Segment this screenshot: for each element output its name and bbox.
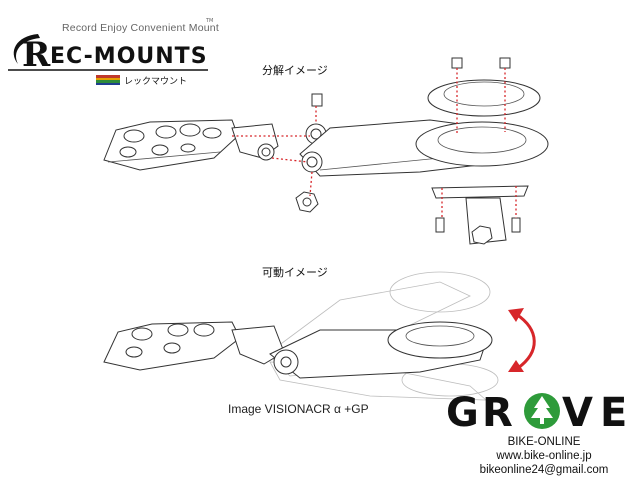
image-caption: Image VISIONACR α +GP xyxy=(228,402,369,416)
gopro-adapter xyxy=(431,185,529,199)
double-arrow-icon xyxy=(508,308,536,372)
logo-tagline: Record Enjoy Convenient Mount xyxy=(62,22,219,34)
shop-name: BIKE-ONLINE xyxy=(507,436,581,448)
grove-letter-v: V xyxy=(562,390,593,436)
stripe-yellow xyxy=(96,77,120,80)
logo-letter-r: R xyxy=(22,35,51,75)
computer-mount xyxy=(427,79,541,117)
grove-letter-e: E xyxy=(600,390,627,436)
logo-katakana: レックマウント xyxy=(124,77,188,87)
logo-color-stripes xyxy=(96,75,120,85)
motion-view-label: 可動イメージ xyxy=(262,266,328,279)
stripe-red xyxy=(96,75,120,78)
logo-word-text: EC-MOUNTS xyxy=(50,44,208,69)
logo-swoosh xyxy=(13,34,40,64)
shop-url[interactable]: www.bike-online.jp xyxy=(496,450,592,462)
grove-letter-g: G xyxy=(446,390,479,436)
exploded-view-label: 分解イメージ xyxy=(262,64,328,77)
pivot-screw xyxy=(311,93,323,107)
mount-plate xyxy=(415,121,549,167)
stripe-blue xyxy=(96,82,120,85)
hex-nut xyxy=(295,191,319,213)
rec-mounts-logo: R EC-MOUNTS xyxy=(8,34,208,75)
tree-icon xyxy=(531,396,553,424)
grove-logo: G R V E xyxy=(446,390,627,436)
stripe-green xyxy=(96,80,120,83)
shop-email[interactable]: bikeonline24@gmail.com xyxy=(479,464,609,476)
grove-letter-r: R xyxy=(482,390,513,436)
logo-trademark: TM xyxy=(206,18,214,24)
